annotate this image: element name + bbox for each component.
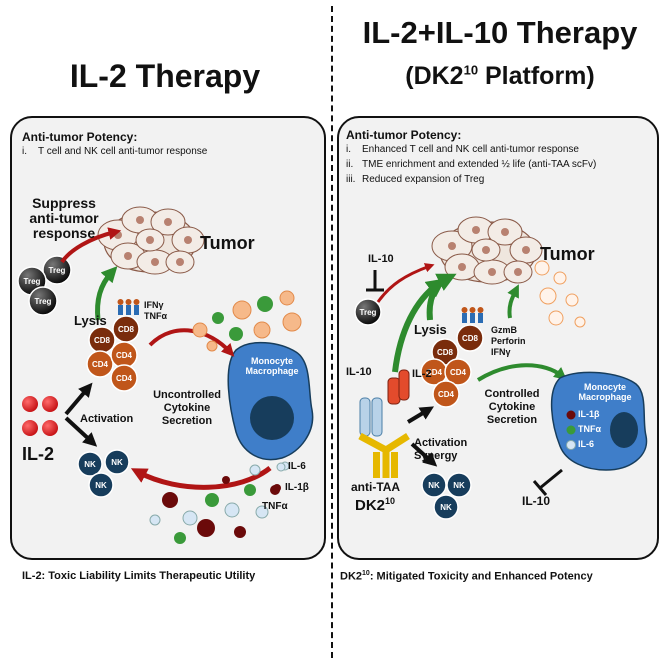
il1b-dot [273, 484, 281, 492]
tnfa-label: TNFα [144, 311, 168, 321]
tumor-label: Tumor [540, 244, 595, 264]
right-potency-title: Anti-tumor Potency: [346, 128, 462, 142]
treg-label: Treg [360, 308, 377, 317]
il1b-label: IL-1β [578, 409, 600, 419]
secretion-arrow [130, 466, 272, 490]
ifng-label: IFNγ [144, 300, 164, 310]
nk-cells [421, 472, 472, 520]
lysis-arrow [95, 266, 118, 321]
right-potency-item: i.Enhanced T cell and NK cell anti-tumor… [346, 144, 579, 155]
secretion-arrow [148, 328, 235, 357]
cytokine-dots [192, 290, 302, 352]
nk-cells [77, 449, 130, 498]
il1b-dot [566, 410, 576, 420]
tumor-label: Tumor [200, 233, 255, 253]
tumor-cluster [97, 206, 205, 275]
il6-label: IL-6 [288, 461, 306, 472]
right-subtitle: (DK210 Platform) [405, 62, 595, 90]
cd4-label: CD4 [116, 374, 133, 383]
cytokine-dots [534, 260, 586, 328]
activation-arrow [410, 442, 438, 467]
cd8-label: CD8 [462, 334, 479, 343]
il10-label: IL-10 [346, 366, 372, 378]
activation-arrow [406, 406, 435, 424]
cd8-label: CD8 [94, 336, 111, 345]
macrophage-nucleus [250, 396, 294, 440]
il2-label: IL-2 [412, 368, 432, 380]
dk2-10-label: DK210 [355, 496, 396, 514]
activation-arrow [64, 416, 98, 447]
tnfa-label: TNFα [262, 501, 288, 512]
il10-label: IL-10 [368, 253, 394, 265]
nk-label: NK [84, 460, 96, 469]
cd4-label: CD4 [116, 351, 133, 360]
cd8-label: CD8 [118, 325, 135, 334]
treg-arrow [376, 263, 435, 303]
nk-label: NK [95, 481, 107, 490]
lysis-arrow [392, 278, 446, 373]
tcr-receptors [461, 307, 484, 323]
tnfa-label: TNFα [578, 424, 602, 434]
dk2-10-molecule [358, 369, 410, 478]
nk-label: NK [440, 503, 452, 512]
treg-cells [17, 255, 72, 316]
tnfa-dot [566, 425, 576, 435]
nk-label: NK [453, 481, 465, 490]
cd4-label: CD4 [450, 368, 467, 377]
nk-label: NK [428, 481, 440, 490]
nk-label: NK [111, 458, 123, 467]
panel-divider [331, 6, 333, 658]
il10-label: IL-10 [522, 494, 551, 508]
treg-cell [354, 298, 382, 326]
treg-label: Treg [35, 297, 52, 306]
il6-label: IL-6 [578, 439, 595, 449]
activation-arrow [64, 382, 93, 416]
activation-label: Activation [80, 413, 134, 425]
t-cells [420, 324, 484, 408]
lysis-arrow [507, 284, 519, 319]
right-potency-item: iii.Reduced expansion of Treg [346, 174, 485, 185]
left-title: IL-2 Therapy [69, 58, 261, 94]
il2-label: IL-2 [22, 444, 55, 464]
cd4-label: CD4 [426, 368, 443, 377]
treg-label: Treg [49, 266, 66, 275]
il2-molecules [22, 396, 58, 436]
t-cells [86, 315, 140, 392]
lysis-label: Lysis [74, 313, 107, 328]
il1b-label: IL-1β [285, 482, 309, 493]
secretion-arrow [476, 363, 567, 382]
inhibit-symbol [532, 468, 563, 496]
right-panel [337, 116, 659, 560]
right-potency-item: ii.TME enrichment and extended ½ life (a… [346, 159, 597, 170]
lysis-arrow [426, 273, 457, 321]
left-caption: IL-2: Toxic Liability Limits Therapeutic… [22, 570, 256, 582]
cd4-label: CD4 [438, 390, 455, 399]
cd8-label: CD8 [437, 348, 454, 357]
lysis-label: Lysis [414, 322, 447, 337]
macrophage-nucleus [610, 412, 638, 448]
inhibit-symbol [366, 270, 384, 292]
right-caption: DK210: Mitigated Toxicity and Enhanced P… [340, 570, 593, 583]
right-title: IL-2+IL-10 Therapy [362, 15, 638, 50]
tcr-receptors [117, 299, 140, 315]
cd4-label: CD4 [92, 360, 109, 369]
tumor-cluster [431, 216, 543, 285]
il6-dot [566, 440, 576, 450]
left-potency-item: i.T cell and NK cell anti-tumor response [22, 146, 208, 157]
left-potency-title: Anti-tumor Potency: [22, 130, 138, 144]
anti-taa-label: anti-TAA [351, 480, 401, 494]
il6-dot [276, 462, 286, 472]
treg-label: Treg [24, 277, 41, 286]
suppress-arrow [60, 227, 122, 264]
